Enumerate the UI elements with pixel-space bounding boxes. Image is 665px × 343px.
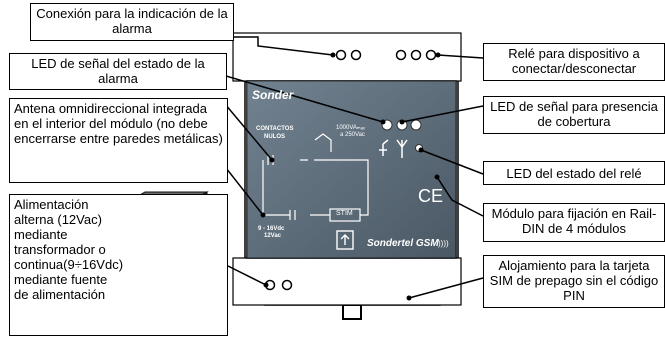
callout-rail-din: Módulo para fijación en Rail-DIN de 4 mó… bbox=[483, 203, 665, 242]
sim-label: STIM bbox=[336, 210, 353, 217]
callout-relay-led: LED del estado del relé bbox=[483, 161, 665, 185]
terminal-alarm-2 bbox=[350, 49, 362, 61]
relay-rating-2: a 250Vac bbox=[340, 132, 365, 138]
sim-slot-marker bbox=[336, 230, 354, 250]
callout-alarm-led: LED de señal del estado de la alarma bbox=[9, 53, 227, 90]
antenna-symbol-icon bbox=[396, 139, 408, 158]
arrow-up-icon bbox=[340, 234, 350, 245]
power-rating: 9 - 16Vdc bbox=[258, 226, 285, 232]
terminal-power-2 bbox=[281, 279, 293, 291]
contacts-label: CONTACTOS bbox=[256, 126, 294, 132]
relay-led-top bbox=[410, 119, 422, 131]
front-panel-shade bbox=[247, 81, 456, 258]
device-brand: Sonder bbox=[252, 88, 294, 102]
arrow-heads bbox=[260, 52, 441, 301]
panel-schematic bbox=[262, 133, 369, 222]
callout-relay: Relé para dispositivo a conectar/descone… bbox=[483, 43, 665, 81]
callout-sim-slot: Alojamiento para la tarjeta SIM de prepa… bbox=[483, 255, 665, 308]
callout-alarm-connection: Conexión para la indicación de la alarma bbox=[30, 3, 234, 41]
signal-waves-icon: )))) bbox=[438, 239, 449, 248]
terminal-relay-1 bbox=[395, 49, 407, 61]
sim-schematic-box bbox=[329, 208, 361, 222]
power-rating-2: 12Vac bbox=[264, 233, 282, 239]
callout-coverage-led: LED de señal para presencia de cobertura bbox=[483, 96, 665, 134]
din-clip bbox=[342, 304, 362, 320]
terminal-relay-3 bbox=[425, 49, 437, 61]
ce-mark: CE bbox=[418, 186, 444, 206]
callout-power: Alimentación alterna (12Vac) mediante tr… bbox=[9, 194, 228, 336]
callout-antenna: Antena omnidireccional integrada en el i… bbox=[9, 98, 228, 183]
product-name: Sondertel GSM bbox=[367, 238, 439, 249]
terminal-relay-2 bbox=[410, 49, 422, 61]
contacts-label-2: NULOS bbox=[264, 134, 285, 140]
terminal-alarm-1 bbox=[335, 49, 347, 61]
relay-rating: 1000VAₘₐₓ bbox=[336, 125, 365, 131]
relay-symbol-icon bbox=[379, 139, 389, 156]
